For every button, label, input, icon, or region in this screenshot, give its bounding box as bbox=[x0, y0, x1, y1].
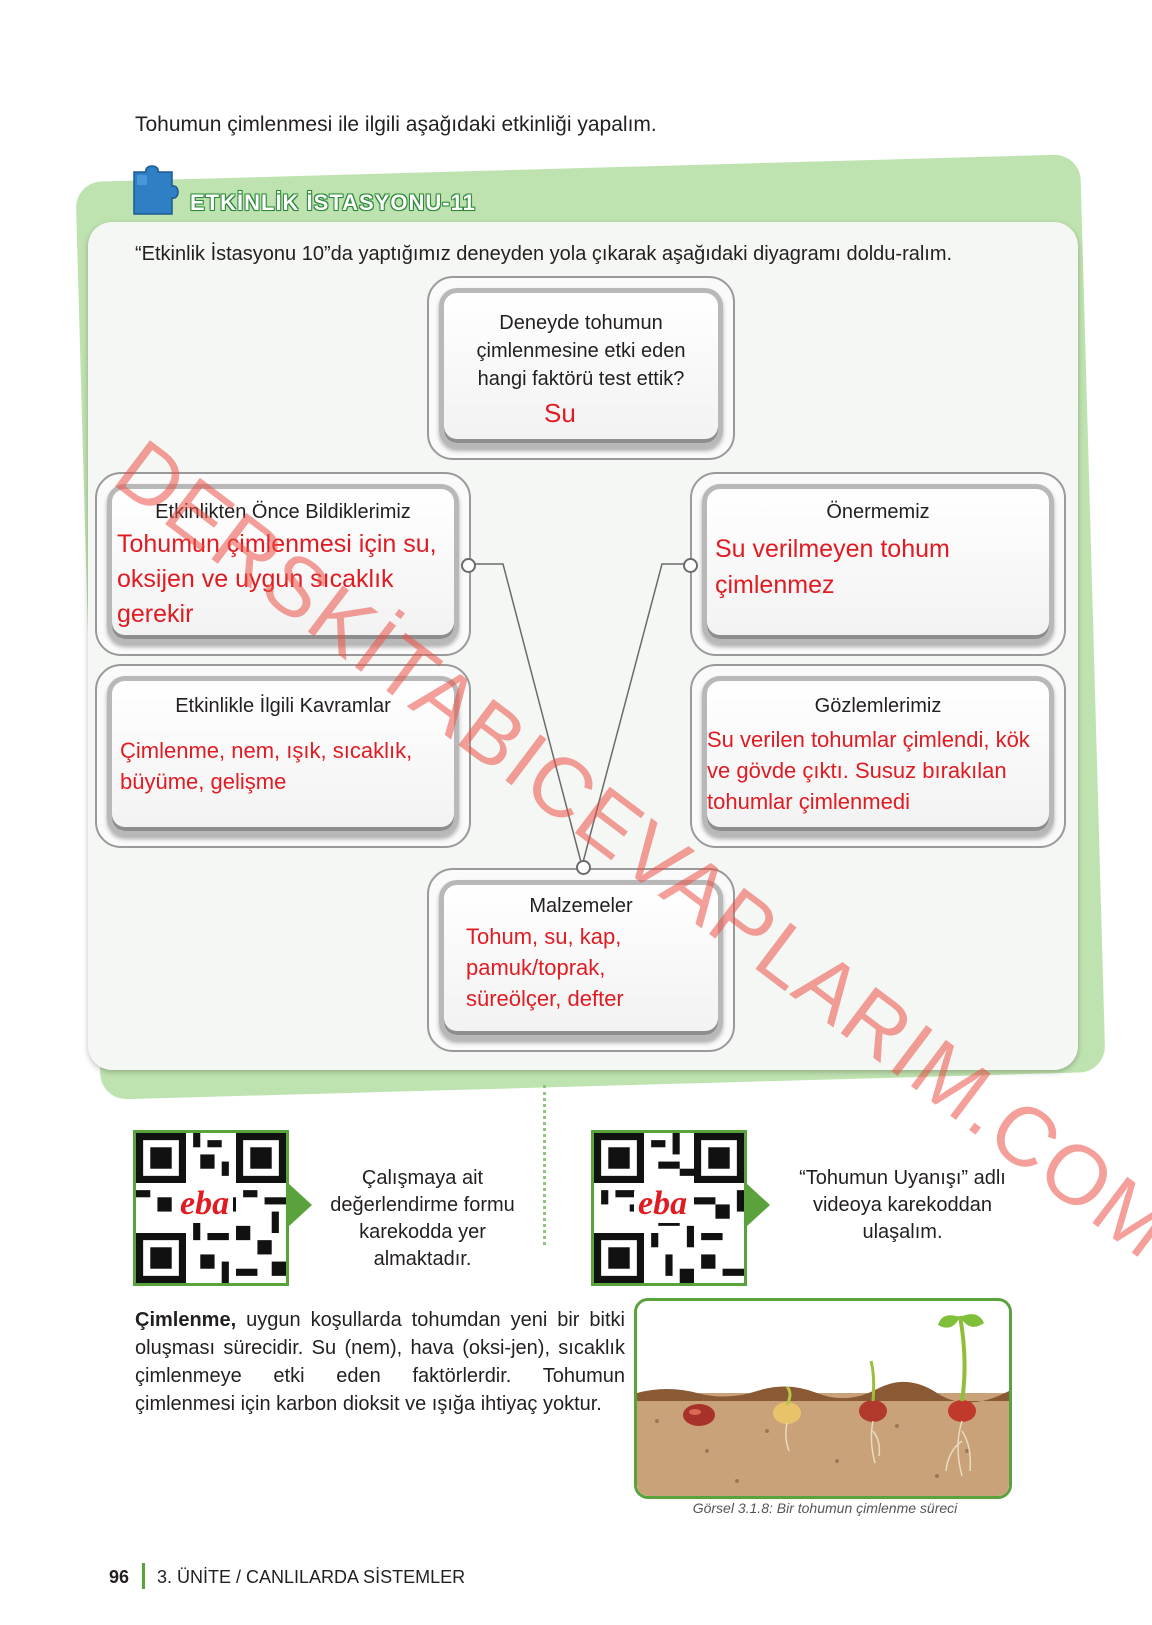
concepts-box: Etkinlikle İlgili Kavramlar Çimlenme, ne… bbox=[95, 664, 471, 848]
unit-title: 3. ÜNİTE / CANLILARDA SİSTEMLER bbox=[157, 1567, 466, 1587]
station-instruction: “Etkinlik İstasyonu 10”da yaptığımız den… bbox=[135, 243, 953, 265]
observations-box: Gözlemlerimiz Su verilen tohumlar çimlen… bbox=[690, 664, 1066, 848]
separator bbox=[543, 1085, 546, 1245]
germination-illustration bbox=[637, 1301, 1009, 1496]
arrow-right-icon bbox=[288, 1183, 312, 1227]
qr-description: “Tohumun Uyanışı” adlı videoya karekodda… bbox=[799, 1167, 1006, 1243]
definition-text: Çimlenme, uygun koşullarda tohumdan yeni… bbox=[135, 1306, 625, 1418]
prior-knowledge-answer: Tohumun çimlenmesi için su, oksijen ve u… bbox=[117, 530, 437, 628]
materials-answer: Tohum, su, kap, pamuk/toprak, süreölçer,… bbox=[466, 924, 624, 1011]
question-label: Deneyde tohumun çimlenmesine etki eden h… bbox=[476, 312, 686, 390]
qr-description: Çalışmaya ait değerlendirme formu kareko… bbox=[330, 1167, 515, 1270]
concepts-answer: Çimlenme, nem, ışık, sıcaklık, büyüme, g… bbox=[120, 738, 413, 794]
observations-label: Gözlemlerimiz bbox=[814, 695, 942, 717]
question-answer: Su bbox=[544, 398, 576, 428]
connector-dot bbox=[683, 558, 698, 573]
connector-dot bbox=[461, 558, 476, 573]
prior-knowledge-box: Etkinlikten Önce Bildiklerimiz Tohumun ç… bbox=[95, 472, 471, 656]
connector-dot bbox=[576, 860, 591, 875]
qr-code[interactable]: eba bbox=[591, 1130, 747, 1286]
qr-code[interactable]: eba bbox=[133, 1130, 289, 1286]
intro-text: Tohumun çimlenmesi ile ilgili aşağıdaki … bbox=[135, 113, 657, 136]
hypothesis-answer: Su verilmeyen tohum çimlenmez bbox=[715, 535, 950, 599]
eba-logo: eba bbox=[634, 1185, 692, 1223]
puzzle-icon bbox=[133, 165, 179, 215]
question-box: Deneyde tohumun çimlenmesine etki eden h… bbox=[427, 276, 735, 460]
page-number: 96 bbox=[109, 1567, 130, 1587]
hypothesis-box: Önermemiz Su verilmeyen tohum çimlenmez bbox=[690, 472, 1066, 656]
materials-box: Malzemeler Tohum, su, kap, pamuk/toprak,… bbox=[427, 868, 735, 1052]
germination-image bbox=[634, 1298, 1012, 1499]
arrow-right-icon bbox=[746, 1183, 770, 1227]
eba-logo: eba bbox=[176, 1185, 234, 1223]
materials-label: Malzemeler bbox=[529, 895, 633, 917]
hypothesis-label: Önermemiz bbox=[826, 501, 930, 523]
observations-answer: Su verilen tohumlar çimlendi, kök ve göv… bbox=[707, 727, 1030, 814]
figure-caption: Görsel 3.1.8: Bir tohumun çimlenme sürec… bbox=[692, 1500, 958, 1516]
definition-body: uygun koşullarda tohumdan yeni bir bitki… bbox=[135, 1309, 625, 1415]
station-title: ETKİNLİK İSTASYONU-11 bbox=[190, 190, 476, 215]
definition-term: Çimlenme, bbox=[135, 1309, 237, 1331]
footer-divider bbox=[142, 1563, 145, 1589]
concepts-label: Etkinlikle İlgili Kavramlar bbox=[175, 695, 391, 717]
prior-knowledge-label: Etkinlikten Önce Bildiklerimiz bbox=[155, 501, 411, 523]
